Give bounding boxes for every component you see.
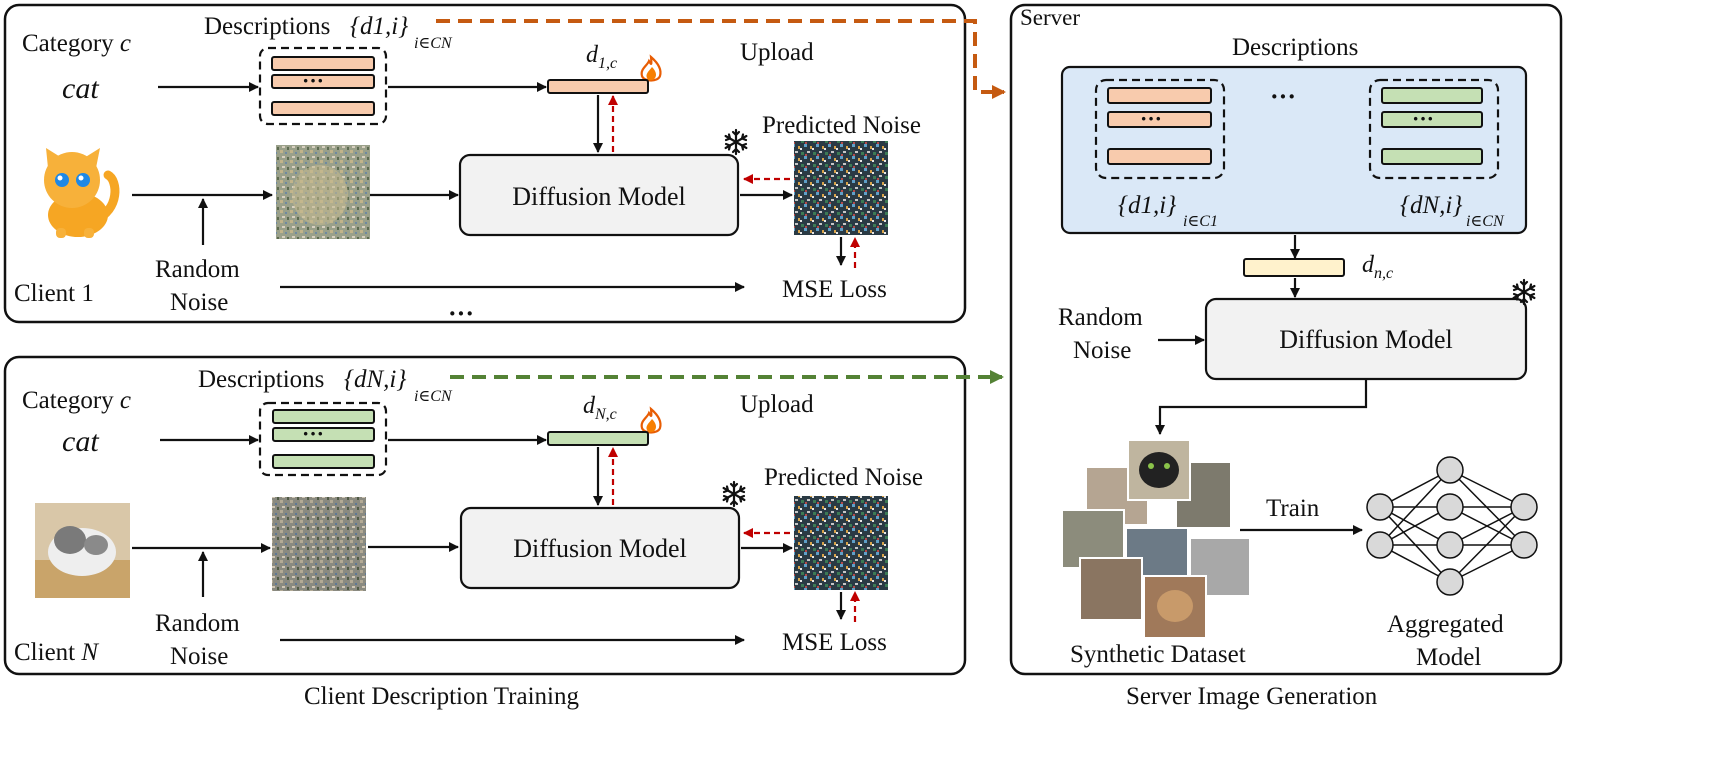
client-n-upload-label: Upload (740, 391, 814, 418)
server-desc-bar-green (1381, 111, 1483, 128)
client-n-category-label: Category c (22, 387, 131, 414)
client-n-desc-bar (272, 409, 375, 424)
client-1-desc-ellipsis: ··· (302, 68, 324, 93)
server-description-pool (1060, 65, 1528, 235)
client-n-predicted-noise-label: Predicted Noise (764, 464, 923, 491)
client-1-mse-loss-label: MSE Loss (782, 276, 887, 303)
client-n-desc-bar (272, 427, 375, 442)
client-1-desc-bar (271, 101, 375, 116)
server-token-label: dn,c (1362, 252, 1393, 282)
client-1-category-value: cat (62, 72, 99, 105)
server-pool-ellipsis: ··· (1270, 82, 1296, 111)
server-desc-bar-green (1381, 148, 1483, 165)
client-1-descriptions-label: Descriptions (204, 13, 330, 40)
client-1-token-label: d1,c (586, 42, 617, 72)
client-n-category-value: cat (62, 425, 99, 458)
client-1-noise-label: Noise (170, 289, 228, 316)
server-title: Server (1020, 5, 1080, 30)
client-n-predicted-noise-image (794, 496, 888, 590)
client-1-upload-label: Upload (740, 39, 814, 66)
client-n-mse-loss-label: MSE Loss (782, 629, 887, 656)
server-model-to-dataset-arrow (1155, 379, 1368, 435)
server-noise-label: Noise (1073, 337, 1131, 364)
client-1-predicted-noise-image (794, 141, 888, 235)
server-descriptions-label: Descriptions (1232, 34, 1358, 61)
client-1-description-stack (258, 46, 388, 126)
client-n-descriptions-label: Descriptions (198, 366, 324, 393)
client-1-name: Client 1 (14, 280, 94, 307)
client-n-descriptions-set-sub: i∈CN (414, 388, 453, 405)
client-1-desc-bar (271, 74, 375, 89)
server-neural-network (1366, 456, 1538, 596)
server-dataset-label: Synthetic Dataset (1070, 641, 1246, 668)
footer-client-caption: Client Description Training (304, 683, 580, 710)
server-model-label: Model (1416, 644, 1481, 671)
server-train-label: Train (1266, 495, 1320, 522)
server-client-1-stack (1094, 78, 1226, 180)
client-1-random-label: Random (155, 256, 240, 283)
client-n-token-label: dN,c (583, 393, 617, 423)
client-n-selected-token (547, 431, 649, 446)
client-n-noise-label: Noise (170, 643, 228, 670)
client-1-predicted-noise-label: Predicted Noise (762, 112, 921, 139)
client-n-desc-bar (272, 454, 375, 469)
client-n-diffusion-model-label: Diffusion Model (513, 534, 687, 563)
client-n-diffusion-model (459, 506, 741, 590)
client-n-random-label: Random (155, 610, 240, 637)
client-1-selected-token (547, 79, 649, 94)
server-diffusion-model-label: Diffusion Model (1279, 325, 1453, 354)
server-client-n-stack (1368, 78, 1500, 180)
client-1-diffusion-model-label: Diffusion Model (512, 182, 686, 211)
server-sampled-token (1243, 258, 1345, 277)
server-set-n-sub: i∈CN (1466, 213, 1505, 230)
client-n-desc-ellipsis: ··· (302, 421, 324, 446)
client-n-name: Client N (14, 639, 99, 666)
server-desc-ellipsis: ··· (1412, 106, 1434, 131)
server-desc-bar-orange (1107, 111, 1212, 128)
client-1-category-label: Category c (22, 30, 131, 57)
clients-ellipsis: ··· (448, 299, 474, 328)
client-1-diffusion-model (458, 153, 740, 237)
client-n-noisy-image (272, 497, 366, 591)
server-desc-bar-green (1381, 87, 1483, 104)
client-1-upload-arrow (436, 19, 1006, 99)
server-desc-ellipsis: ··· (1140, 106, 1162, 131)
server-desc-bar-orange (1107, 148, 1212, 165)
client-1-descriptions-set-sub: i∈CN (414, 35, 453, 52)
server-random-label: Random (1058, 304, 1143, 331)
client-n-cat-image (35, 503, 130, 598)
server-desc-bar-orange (1107, 87, 1212, 104)
client-1-cat-image (44, 148, 120, 238)
server-aggregated-label: Aggregated (1387, 611, 1504, 638)
client-n-description-stack (258, 401, 388, 477)
client-n-descriptions-set: {dN,i} (344, 366, 406, 393)
client-1-descriptions-set: {d1,i} (350, 13, 408, 40)
footer-server-caption: Server Image Generation (1126, 683, 1378, 710)
server-set-n-label: {dN,i} (1400, 192, 1462, 219)
server-set-1-sub: i∈C1 (1183, 213, 1218, 230)
client-1-desc-bar (271, 56, 375, 71)
server-set-1-label: {d1,i} (1118, 192, 1176, 219)
server-synthetic-images (1061, 439, 1251, 639)
